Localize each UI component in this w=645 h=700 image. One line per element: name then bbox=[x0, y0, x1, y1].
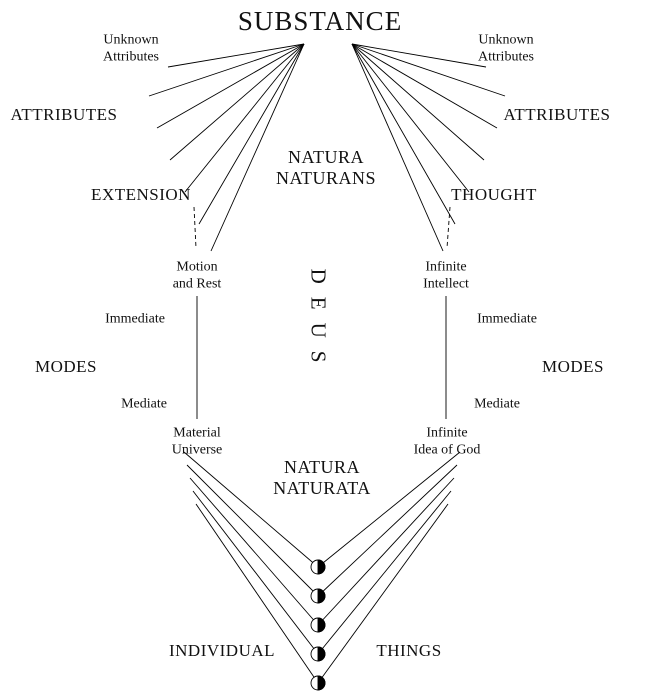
substance-label: SUBSTANCE bbox=[237, 6, 403, 37]
motion-and-rest-line1: Motion bbox=[176, 259, 218, 275]
unknown-attributes-right-label: Unknown Attributes bbox=[478, 32, 534, 65]
natura-naturata-line1: NATURA bbox=[283, 456, 360, 477]
unknown-attributes-left-line1: Unknown bbox=[103, 32, 159, 48]
deus-label: DEUS bbox=[306, 268, 331, 376]
infinite-intellect-label: Infinite Intellect bbox=[423, 259, 469, 292]
mode-lines bbox=[196, 296, 447, 419]
material-universe-line2: Universe bbox=[171, 442, 223, 457]
unknown-attributes-right-line1: Unknown bbox=[478, 32, 534, 48]
motion-and-rest-label: Motion and Rest bbox=[173, 259, 222, 292]
infinite-intellect-line1: Infinite bbox=[425, 259, 467, 275]
infinite-idea-of-god-label: Infinite Idea of God bbox=[414, 425, 481, 458]
modes-left-label: MODES bbox=[34, 356, 98, 376]
motion-and-rest-line2: and Rest bbox=[172, 276, 222, 291]
unknown-attributes-left-label: Unknown Attributes bbox=[103, 32, 159, 65]
natura-naturans-label: NATURA NATURANS bbox=[276, 147, 376, 189]
immediate-right-label: Immediate bbox=[477, 311, 537, 327]
unknown-attributes-left-line2: Attributes bbox=[103, 49, 159, 64]
individual-thing-nodes bbox=[310, 559, 326, 691]
mediate-right-label: Mediate bbox=[474, 396, 520, 412]
unknown-attributes-right-line2: Attributes bbox=[478, 49, 534, 64]
natura-naturata-line2: NATURATA bbox=[273, 478, 371, 498]
naturata-fan-left bbox=[183, 451, 319, 684]
material-universe-label: Material Universe bbox=[172, 425, 223, 458]
thought-label: THOUGHT bbox=[451, 184, 537, 204]
natura-naturans-line2: NATURANS bbox=[275, 168, 377, 188]
infinite-idea-of-god-line1: Infinite bbox=[426, 425, 468, 441]
extension-label: EXTENSION bbox=[91, 184, 191, 204]
individual-label: INDIVIDUAL bbox=[168, 640, 276, 660]
naturata-fan-right bbox=[317, 451, 461, 684]
infinite-idea-of-god-line2: Idea of God bbox=[413, 442, 481, 457]
natura-naturata-label: NATURA NATURATA bbox=[273, 457, 371, 499]
attributes-left-label: ATTRIBUTES bbox=[10, 104, 118, 124]
substance-fan-left bbox=[148, 43, 305, 252]
immediate-left-label: Immediate bbox=[105, 311, 165, 327]
modes-right-label: MODES bbox=[541, 356, 605, 376]
infinite-intellect-line2: Intellect bbox=[423, 276, 469, 291]
natura-naturans-line1: NATURA bbox=[287, 146, 365, 167]
things-label: THINGS bbox=[376, 640, 442, 660]
substance-fan-right bbox=[351, 43, 506, 252]
dashed-connectors bbox=[193, 206, 451, 249]
attributes-right-label: ATTRIBUTES bbox=[503, 104, 611, 124]
mediate-left-label: Mediate bbox=[121, 396, 167, 412]
material-universe-line1: Material bbox=[173, 425, 221, 441]
